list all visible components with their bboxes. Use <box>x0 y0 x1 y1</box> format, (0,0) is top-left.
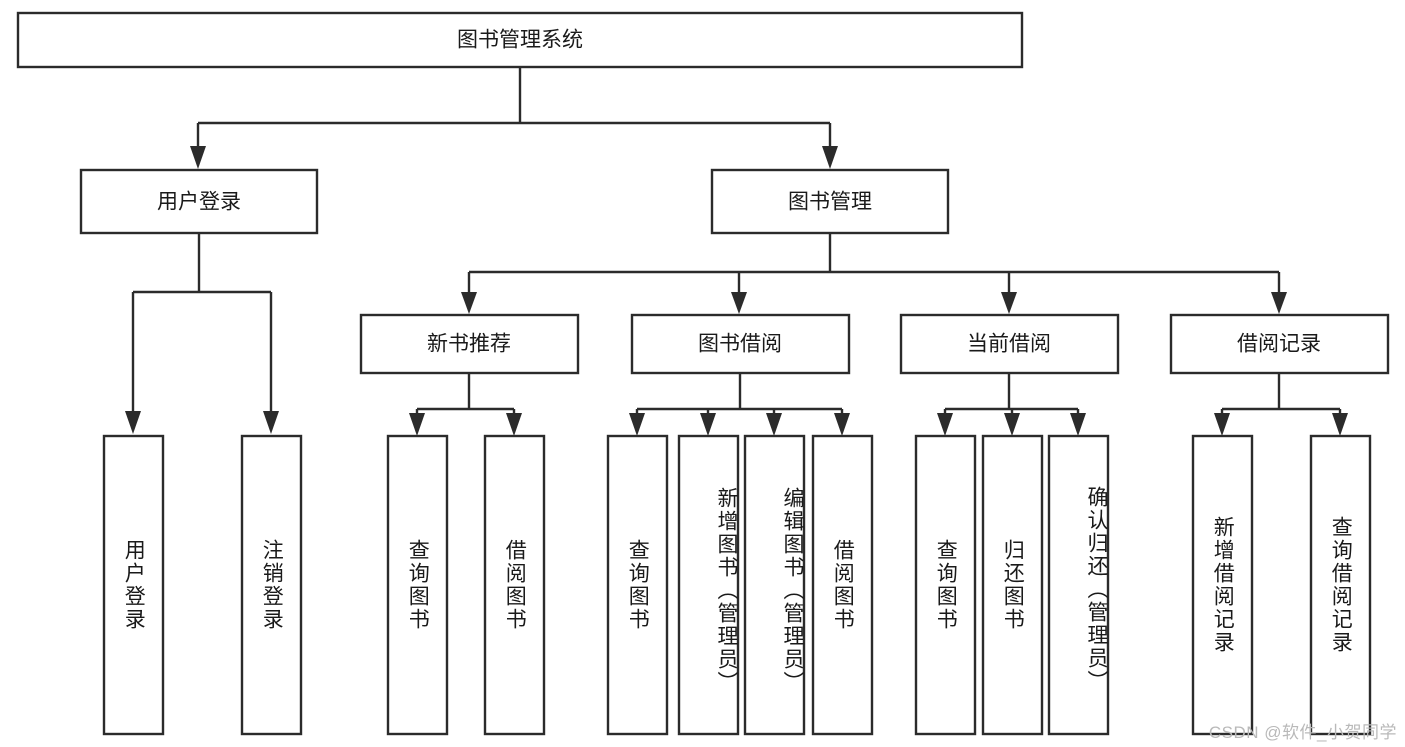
connector-current-borrow-to-leaves <box>937 373 1086 436</box>
leaf-box-borrow-book[interactable] <box>811 434 874 736</box>
arrow-head-icon <box>629 413 645 436</box>
leaf-box-query-book-current[interactable] <box>914 434 977 736</box>
leaf-box-borrow-book-recommend[interactable] <box>483 434 546 736</box>
node-borrow-record-label: 借阅记录 <box>1237 333 1321 356</box>
arrow-head-icon <box>506 413 522 436</box>
arrow-head-icon <box>822 146 838 169</box>
node-new-book-recommend-box <box>359 313 580 375</box>
arrow-head-icon <box>937 413 953 436</box>
arrow-head-icon <box>766 413 782 436</box>
arrow-head-icon <box>1004 413 1020 436</box>
arrow-head-icon <box>461 292 477 314</box>
arrow-head-icon <box>1271 292 1287 314</box>
connector-new-book-recommend-to-leaves <box>409 373 522 436</box>
node-root[interactable]: 图书管理系统 <box>16 11 1024 69</box>
node-book-borrow[interactable]: 图书借阅 <box>630 313 851 375</box>
node-user-login[interactable]: 用户登录 <box>79 168 319 235</box>
node-new-book-recommend[interactable]: 新书推荐 <box>359 313 580 375</box>
arrow-head-icon <box>409 413 425 436</box>
leaf-box-user-login[interactable] <box>102 434 165 736</box>
node-borrow-record[interactable]: 借阅记录 <box>1169 313 1390 375</box>
connector-borrow-record-to-leaves <box>1214 373 1348 436</box>
node-current-borrow[interactable]: 当前借阅 <box>899 313 1120 375</box>
watermark-text: CSDN @软件_小贺同学 <box>1208 723 1397 742</box>
connector-book-management-to-level3 <box>461 233 1287 314</box>
arrow-head-icon <box>834 413 850 436</box>
node-book-management[interactable]: 图书管理 <box>710 168 950 235</box>
node-book-management-label: 图书管理 <box>788 191 872 214</box>
arrow-head-icon <box>263 411 279 434</box>
leaf-box-return-book[interactable] <box>981 434 1044 736</box>
node-root-box <box>16 11 1024 69</box>
arrow-head-icon <box>1332 413 1348 436</box>
leaf-box-add-borrow-record[interactable] <box>1191 434 1254 736</box>
connector-root-to-level2 <box>190 67 838 169</box>
arrow-head-icon <box>125 411 141 434</box>
leaf-box-logout-login[interactable] <box>240 434 303 736</box>
leaf-box-query-book-recommend[interactable] <box>386 434 449 736</box>
leaf-box-confirm-return-admin[interactable] <box>1047 434 1110 736</box>
leaf-box-add-book-admin[interactable] <box>677 434 740 736</box>
connector-book-borrow-to-leaves <box>629 373 850 436</box>
node-user-login-label: 用户登录 <box>157 191 241 214</box>
node-user-login-box <box>79 168 319 235</box>
node-current-borrow-label: 当前借阅 <box>967 333 1051 356</box>
arrow-head-icon <box>1214 413 1230 436</box>
node-current-borrow-box <box>899 313 1120 375</box>
arrow-head-icon <box>1070 413 1086 436</box>
arrow-head-icon <box>1001 292 1017 314</box>
leaf-box-query-book-borrow[interactable] <box>606 434 669 736</box>
node-book-borrow-label: 图书借阅 <box>698 333 782 356</box>
node-root-label: 图书管理系统 <box>457 29 583 52</box>
leaf-box-edit-book-admin[interactable] <box>743 434 806 736</box>
node-new-book-recommend-label: 新书推荐 <box>427 333 511 356</box>
arrow-head-icon <box>731 292 747 314</box>
leaf-box-query-borrow-record[interactable] <box>1309 434 1372 736</box>
connector-user-login-to-leaves <box>125 233 279 434</box>
arrow-head-icon <box>700 413 716 436</box>
arrow-head-icon <box>190 146 206 169</box>
